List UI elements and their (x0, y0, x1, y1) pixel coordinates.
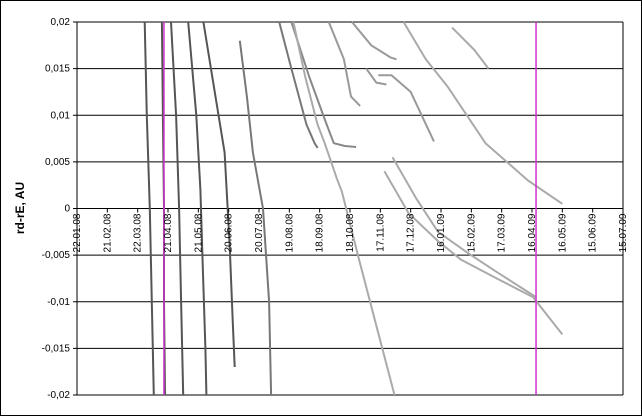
y-tick-label-1: 0,015 (45, 64, 70, 75)
x-tick-label-0: 22.01.08 (72, 213, 83, 252)
y-tick-label-2: 0,01 (51, 110, 71, 121)
series-line-16 (391, 156, 537, 298)
series-line-14 (451, 26, 490, 70)
x-tick-label-3: 21.04.08 (163, 213, 174, 252)
ytick-layer: 0,02 0,015 0,01 0,005 0 -0,005 -0,01 -0,015 -0,0… (42, 17, 77, 401)
x-tick-label-9: 18.10.08 (345, 213, 356, 252)
x-tick-label-16: 16.05.09 (557, 213, 568, 252)
series-layer (143, 21, 564, 396)
x-tick-label-10: 17.11.08 (375, 213, 386, 252)
x-tick-label-8: 18.09.08 (315, 213, 326, 252)
x-tick-label-13: 15.02.09 (466, 213, 477, 252)
series-line-15 (383, 170, 564, 336)
series-line-3 (187, 21, 208, 396)
x-tick-label-17: 15.06.09 (588, 213, 599, 252)
vline-layer (163, 22, 537, 395)
x-tick-label-5: 20.06.08 (224, 213, 235, 252)
x-tick-label-15: 16.04.09 (527, 213, 538, 252)
x-tick-label-7: 19.08.08 (284, 213, 295, 252)
series-line-2 (170, 21, 185, 396)
xtick-layer: 22.01.08 21.02.08 22.03.08 21.04.08 21.05.08… (72, 208, 629, 252)
series-line-8 (327, 21, 361, 107)
series-line-0 (143, 21, 155, 396)
series-line-11 (351, 21, 397, 61)
y-tick-label-8: -0,02 (47, 390, 70, 401)
x-tick-label-6: 20.07.08 (254, 213, 265, 252)
x-tick-label-2: 22.03.08 (133, 213, 144, 252)
x-tick-label-11: 17.12.08 (406, 213, 417, 252)
series-line-12 (292, 21, 396, 396)
x-tick-label-18: 15.07.09 (618, 213, 629, 252)
series-line-13 (402, 21, 563, 205)
series-line-5 (238, 40, 273, 396)
y-tick-label-3: 0,005 (45, 157, 70, 168)
y-tick-label-4: 0 (64, 204, 70, 215)
x-tick-label-14: 17.03.09 (497, 213, 508, 252)
series-line-4 (202, 21, 236, 368)
x-tick-label-12: 16.01.09 (436, 213, 447, 252)
x-tick-label-4: 21.05.08 (193, 213, 204, 252)
series-line-10 (378, 74, 435, 142)
x-tick-label-1: 21.02.08 (102, 213, 113, 252)
series-line-9 (365, 68, 387, 86)
y-tick-label-7: -0,015 (42, 343, 71, 354)
series-line-7 (290, 21, 357, 148)
y-tick-label-0: 0,02 (51, 17, 71, 28)
y-tick-label-5: -0,005 (42, 250, 71, 261)
y-axis-label: rd-rE, AU (13, 182, 27, 234)
y-tick-label-6: -0,01 (47, 297, 70, 308)
series-line-6 (278, 21, 319, 149)
